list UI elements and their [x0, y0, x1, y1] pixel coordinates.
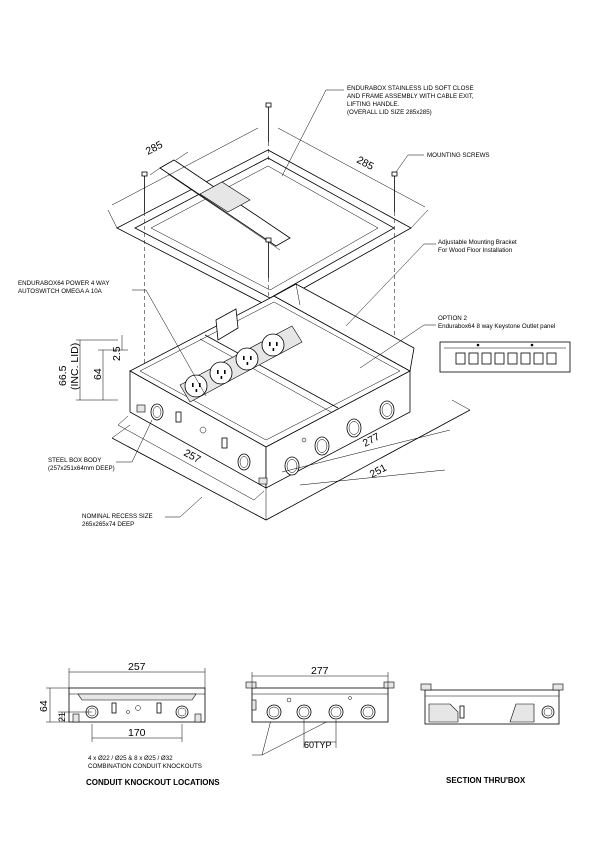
caption-conduit: CONDUIT KNOCKOUT LOCATIONS — [86, 778, 220, 787]
power-outlet-icon — [184, 374, 208, 398]
keystone-outlet-panel — [439, 341, 571, 373]
screw-icon — [391, 171, 398, 212]
dim-front-height: 64 — [38, 700, 50, 712]
label-bracket-2: For Wood Floor Installation — [438, 247, 513, 254]
mounting-bracket — [273, 283, 415, 372]
label-recess-2: 265x265x74 DEEP — [82, 521, 134, 528]
dim-front-knock-height: 21 — [57, 712, 67, 722]
section-view — [420, 683, 564, 725]
label-bracket-1: Adjustable Mounting Bracket — [438, 239, 517, 246]
keystone-port-icon — [481, 352, 492, 365]
dim-height-value: 66.5 — [57, 365, 69, 386]
keystone-port-icon — [533, 352, 544, 365]
label-power-2: AUTOSWITCH OMEGA A 10A — [18, 288, 103, 295]
label-option-1: OPTION 2 — [438, 315, 467, 322]
dim-height-note: (INC. LID) — [69, 343, 81, 390]
dim-side-spacing: 60TYP — [304, 740, 332, 750]
label-lid-4: (OVERALL LID SIZE 285x285) — [347, 109, 432, 116]
keystone-port-icon — [507, 352, 518, 365]
cable-exit — [199, 181, 251, 213]
label-lid-1: ENDURABOX STAINLESS LID SOFT CLOSE — [347, 85, 474, 92]
power-outlet-icon — [235, 347, 259, 371]
power-outlet-icon — [209, 361, 233, 385]
screw-icon — [265, 102, 272, 142]
label-knockouts-1: 4 x Ø22 / Ø25 & 8 x Ø25 / Ø32 — [88, 755, 173, 762]
label-lid-2: AND FRAME ASSEMBLY WITH CABLE EXIT, — [347, 93, 474, 100]
label-screws: MOUNTING SCREWS — [427, 152, 490, 159]
label-body-1: STEEL BOX BODY — [48, 457, 101, 464]
label-power-1: ENDURABOX64 POWER 4 WAY — [18, 280, 109, 287]
power-outlet-icon — [261, 333, 285, 357]
leader-lines — [116, 89, 436, 756]
screw-icon — [141, 171, 148, 212]
box-side-wall — [265, 370, 411, 489]
front-elevation: 257 170 64 21 — [38, 661, 206, 742]
caption-section: SECTION THRU'BOX — [446, 776, 526, 785]
label-body-2: (257x251x64mm DEEP) — [48, 465, 115, 472]
screw-icon — [265, 237, 272, 278]
recess-plane — [111, 399, 471, 521]
keystone-port-icon — [455, 352, 466, 365]
dim-lid-thickness: 2.5 — [111, 346, 123, 361]
label-option-2: Endurabox64 8 way Keystone Outlet panel — [438, 323, 555, 330]
lid-assembly — [116, 149, 412, 308]
dim-lid-left: 285 — [144, 139, 165, 158]
steel-box-body — [129, 283, 415, 489]
dim-lid-right: 285 — [355, 154, 376, 173]
dim-front-spacing: 170 — [128, 727, 146, 739]
label-lid-3: LIFTING HANDLE. — [347, 101, 400, 108]
keystone-port-icon — [546, 352, 557, 365]
side-elevation: 277 60TYP — [245, 665, 395, 750]
keystone-port-icon — [494, 352, 505, 365]
mounting-screws — [141, 102, 398, 278]
keystone-port-icon — [520, 352, 531, 365]
label-knockouts-2: COMBINATION CONDUIT KNOCKOUTS — [88, 763, 202, 770]
annotations: ENDURABOX STAINLESS LID SOFT CLOSE AND F… — [18, 85, 555, 528]
dim-box-251: 251 — [368, 462, 389, 481]
keystone-port-icon — [468, 352, 479, 365]
dim-front-width: 257 — [128, 661, 146, 673]
dim-height-box: 64 — [92, 368, 104, 380]
label-recess-1: NOMINAL RECESS SIZE — [82, 513, 153, 520]
dim-side-width: 277 — [311, 665, 329, 677]
